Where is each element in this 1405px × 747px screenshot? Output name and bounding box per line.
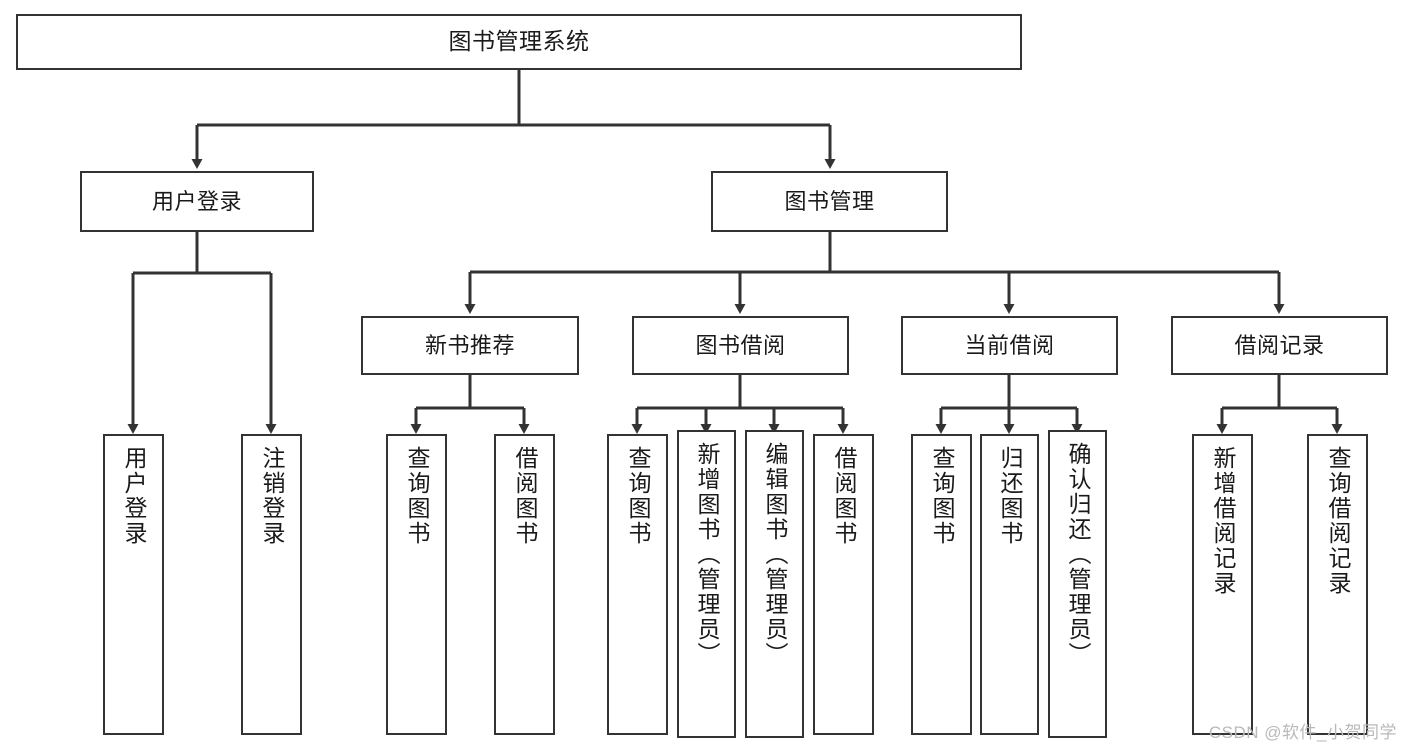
- node-leaf-borrow-book-2[interactable]: 借阅图书: [813, 434, 874, 735]
- node-label: 查询图书: [625, 446, 651, 546]
- node-leaf-user-logout[interactable]: 注销登录: [241, 434, 302, 735]
- node-user-login[interactable]: 用户登录: [80, 171, 314, 232]
- node-leaf-confirm-return[interactable]: 确认归还（管理员）: [1048, 430, 1107, 738]
- node-label: 新增借阅记录: [1210, 446, 1236, 596]
- node-leaf-query-record[interactable]: 查询借阅记录: [1307, 434, 1368, 735]
- node-label: 用户登录: [121, 446, 147, 546]
- node-book-manage[interactable]: 图书管理: [711, 171, 948, 232]
- node-label: 新书推荐: [424, 332, 515, 358]
- node-leaf-edit-book[interactable]: 编辑图书（管理员）: [745, 430, 804, 738]
- node-leaf-add-record[interactable]: 新增借阅记录: [1192, 434, 1253, 735]
- node-root-system[interactable]: 图书管理系统: [16, 14, 1022, 70]
- node-label: 当前借阅: [964, 332, 1055, 358]
- node-label: 图书借阅: [695, 332, 786, 358]
- node-label: 编辑图书（管理员）: [762, 442, 788, 667]
- node-label: 查询图书: [404, 446, 430, 546]
- node-leaf-return-book[interactable]: 归还图书: [980, 434, 1039, 735]
- node-label: 图书管理系统: [448, 28, 590, 55]
- node-label: 借阅记录: [1234, 332, 1325, 358]
- node-leaf-user-login[interactable]: 用户登录: [103, 434, 164, 735]
- node-label: 查询借阅记录: [1325, 446, 1351, 596]
- node-leaf-query-book-3[interactable]: 查询图书: [911, 434, 972, 735]
- node-label: 归还图书: [997, 446, 1023, 546]
- node-leaf-add-book[interactable]: 新增图书（管理员）: [677, 430, 736, 738]
- node-current-borrow[interactable]: 当前借阅: [901, 316, 1118, 375]
- node-label: 新增图书（管理员）: [694, 442, 720, 667]
- node-label: 借阅图书: [831, 446, 857, 546]
- node-new-book-recommend[interactable]: 新书推荐: [361, 316, 579, 375]
- node-leaf-query-book-2[interactable]: 查询图书: [607, 434, 668, 735]
- node-leaf-borrow-book-1[interactable]: 借阅图书: [494, 434, 555, 735]
- node-label: 图书管理: [784, 188, 875, 214]
- node-label: 注销登录: [259, 446, 285, 546]
- node-label: 查询图书: [929, 446, 955, 546]
- node-label: 借阅图书: [512, 446, 538, 546]
- csdn-watermark: CSDN @软件_小贺同学: [1208, 723, 1397, 742]
- node-label: 确认归还（管理员）: [1065, 442, 1091, 667]
- node-book-borrow[interactable]: 图书借阅: [632, 316, 849, 375]
- node-leaf-query-book-1[interactable]: 查询图书: [386, 434, 447, 735]
- node-borrow-record[interactable]: 借阅记录: [1171, 316, 1388, 375]
- node-label: 用户登录: [151, 188, 242, 214]
